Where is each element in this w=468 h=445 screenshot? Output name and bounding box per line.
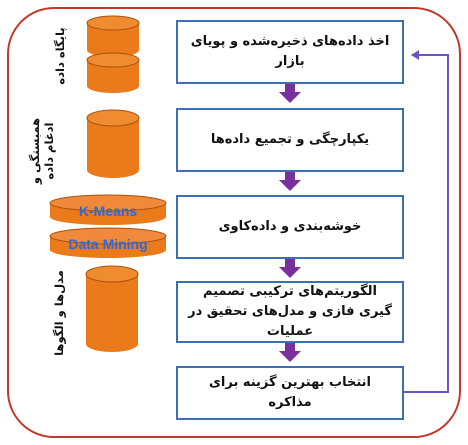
step-box-5: انتخاب بهترین گزینه برای مذاکره bbox=[176, 366, 404, 420]
side-label-correlation-text: همبستگی و ادغام داده bbox=[28, 117, 57, 185]
flow-arrows bbox=[279, 84, 301, 362]
step-box-3: خوشه‌بندی و داده‌کاوی bbox=[176, 195, 404, 259]
down-arrow-4 bbox=[279, 343, 301, 362]
kmeans-label: K-Means bbox=[78, 202, 138, 219]
step-text-4: الگوریتم‌های ترکیبی تصمیم گیری فازی و مد… bbox=[188, 283, 392, 340]
models-cylinder bbox=[85, 265, 139, 352]
database-cylinder-bottom bbox=[86, 52, 140, 93]
side-label-models: مدل‌ها و الگوها bbox=[52, 270, 66, 356]
down-arrow-3 bbox=[279, 259, 301, 278]
down-arrow-2 bbox=[279, 172, 301, 191]
step-text-5: انتخاب بهترین گزینه برای مذاکره bbox=[208, 374, 372, 410]
step-text-3: خوشه‌بندی و داده‌کاوی bbox=[218, 218, 362, 234]
step-text-1: اخذ داده‌های ذخیره‌شده و پویای بازار bbox=[190, 33, 390, 69]
side-label-correlation: همبستگی و ادغام داده bbox=[28, 111, 60, 191]
step-box-1: اخذ داده‌های ذخیره‌شده و پویای بازار bbox=[176, 20, 404, 84]
side-label-database: پایگاه داده bbox=[53, 27, 67, 85]
step-box-2: یکپارچگی و تجمیع داده‌ها bbox=[176, 108, 404, 172]
down-arrow-1 bbox=[279, 84, 301, 103]
database-cylinder-top bbox=[86, 15, 140, 57]
feedback-loop-arrow bbox=[403, 50, 449, 393]
step-box-4: الگوریتم‌های ترکیبی تصمیم گیری فازی و مد… bbox=[176, 281, 404, 343]
correlation-cylinder bbox=[86, 109, 140, 178]
step-text-2: یکپارچگی و تجمیع داده‌ها bbox=[210, 131, 370, 147]
data-mining-disk bbox=[49, 227, 167, 258]
kmeans-disk bbox=[49, 194, 167, 225]
data-mining-label: Data Mining bbox=[68, 235, 148, 252]
